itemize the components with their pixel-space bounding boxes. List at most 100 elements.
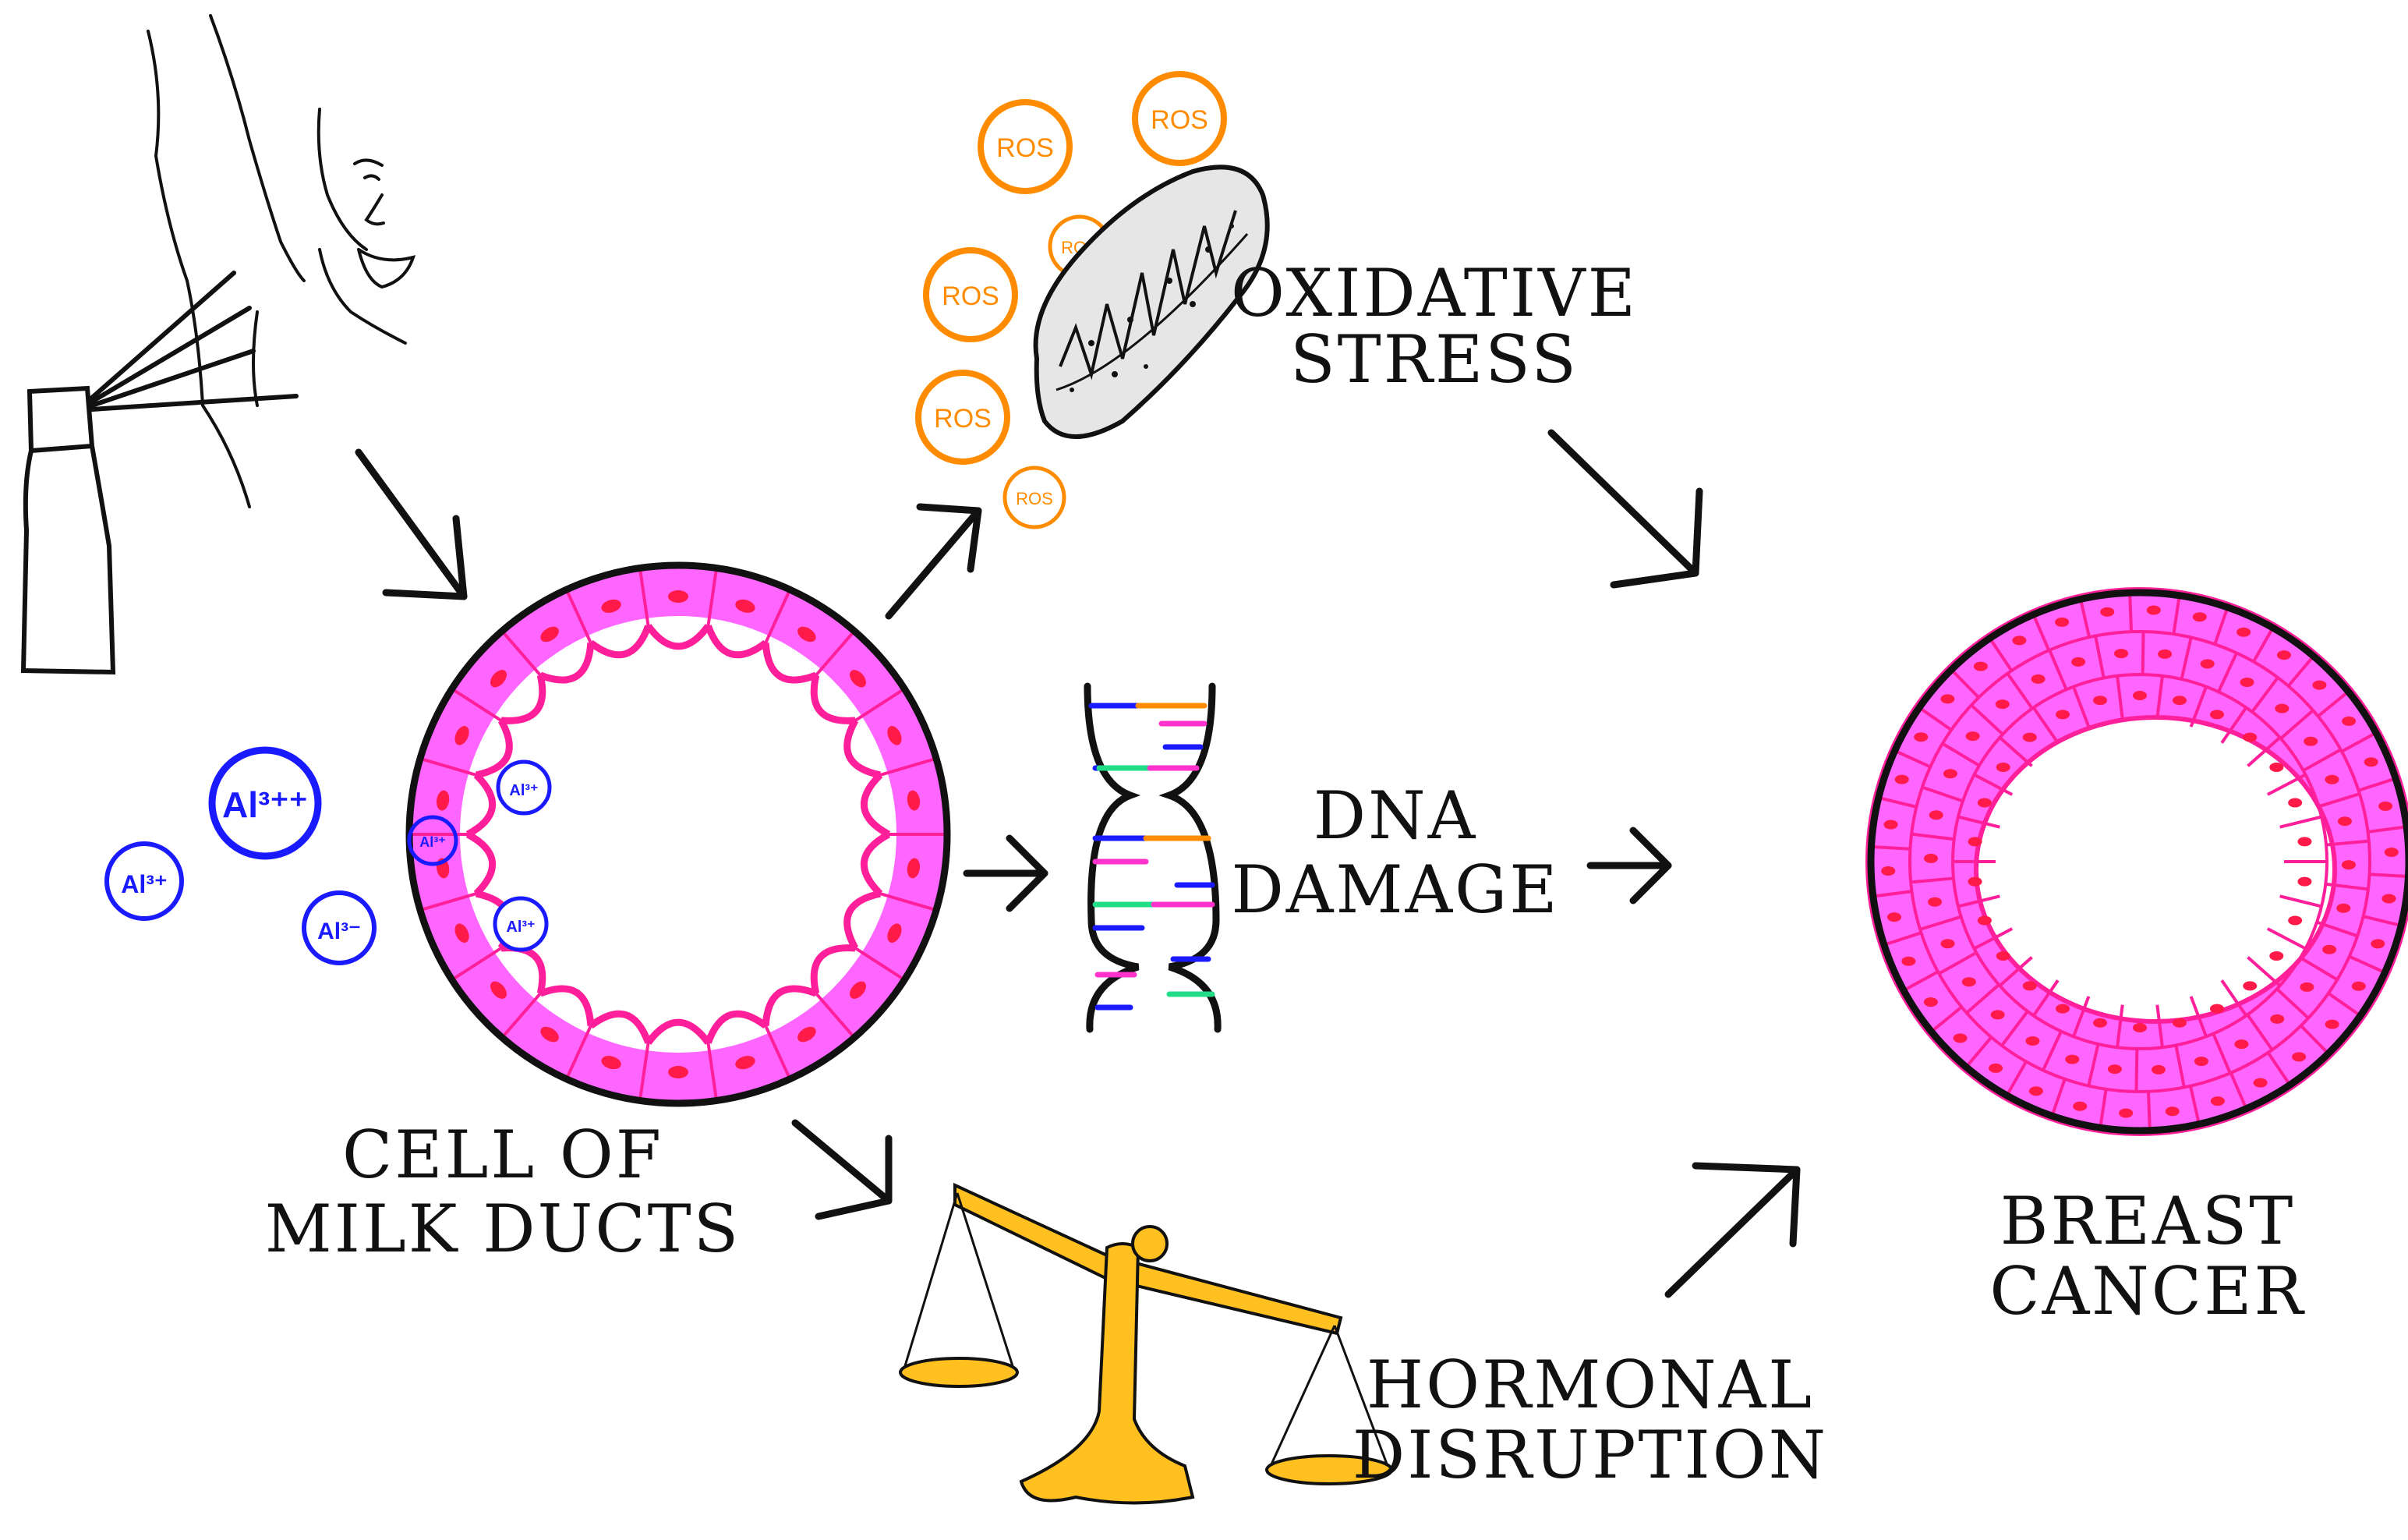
cell-divider	[2032, 706, 2060, 744]
cell-divider	[1965, 983, 2000, 1014]
epithelial-cell-border	[843, 718, 882, 779]
labels: CELL OF MILK DUCTS OXIDATIVE STRESS DNA …	[265, 255, 2305, 1493]
ros-label: ROS	[1016, 489, 1053, 508]
cell-divider	[764, 1025, 792, 1080]
cell-divider	[1938, 951, 1978, 975]
cell-divider	[2116, 1004, 2124, 1048]
cell-nucleus	[2158, 649, 2173, 659]
cell-divider	[2000, 1010, 2029, 1047]
ros-molecule: ROS	[978, 99, 1073, 194]
epithelial-cell-border	[705, 1010, 768, 1044]
cell-divider	[2134, 1048, 2139, 1092]
epithelial-cell-border	[589, 625, 652, 659]
cell-nucleus	[1943, 769, 1957, 779]
al-ion-label: Al³⁻	[317, 919, 361, 944]
cell-nucleus	[2151, 1064, 2166, 1074]
cell-nucleus	[2384, 847, 2399, 857]
oxidative-label-line1: OXIDATIVE	[1231, 255, 1638, 331]
cell-nucleus	[2371, 939, 2385, 949]
hormonal-label-line1: HORMONAL	[1367, 1347, 1814, 1423]
cell-nucleus	[2209, 710, 2224, 720]
cell-divider	[1999, 956, 2033, 987]
epithelial-cell-border	[475, 718, 513, 779]
dna-helix-icon	[1084, 682, 1222, 1033]
cell-divider	[564, 589, 592, 644]
cell-nucleus	[454, 923, 469, 943]
cell-nucleus	[2209, 1004, 2224, 1014]
cell-divider	[2302, 748, 2342, 772]
cell-divider	[2217, 652, 2238, 693]
cell-nucleus	[2341, 860, 2356, 870]
cell-nucleus	[907, 790, 921, 811]
al-ion: Al³⁻	[302, 890, 377, 965]
cell-divider	[2116, 675, 2124, 719]
cell-divider	[638, 1042, 650, 1101]
cell-nucleus	[887, 726, 902, 745]
cell-divider	[2042, 1030, 2063, 1071]
al-ion-label: Al³⁺	[419, 834, 446, 850]
cell-nucleus	[2276, 650, 2291, 660]
cell-nucleus	[1990, 1010, 2005, 1020]
cell-nucleus	[2172, 1018, 2187, 1028]
arrow-cell-to-ros	[885, 503, 982, 620]
cell-nucleus	[735, 599, 755, 613]
cell-divider	[2220, 979, 2247, 1017]
cell-divider	[879, 756, 937, 777]
cell-nucleus	[2325, 1019, 2339, 1029]
cell-divider	[2325, 839, 2369, 847]
epithelial-cell-border	[810, 944, 856, 995]
arrows	[355, 429, 1801, 1298]
cell-divider	[2032, 979, 2060, 1017]
cell-nucleus	[436, 790, 450, 811]
cell-divider	[815, 629, 856, 677]
cell-nucleus	[1883, 820, 1898, 830]
cell-divider	[706, 568, 719, 627]
cancer-label-line1: BREAST	[2000, 1183, 2296, 1259]
cancer-duct-ring	[1865, 587, 2408, 1136]
cell-nucleus	[1901, 956, 1916, 966]
cancer-label-line2: CANCER	[1989, 1253, 2305, 1329]
cell-divider	[2072, 685, 2091, 728]
epithelial-cell-border	[645, 1018, 712, 1045]
cell-nucleus	[1973, 661, 1988, 671]
cell-label-line1: CELL OF	[342, 1117, 663, 1193]
cell-nucleus	[2269, 951, 2284, 961]
ros-molecule: ROS	[923, 247, 1018, 342]
cell-nucleus	[2210, 1096, 2225, 1106]
cell-nucleus	[2028, 1086, 2043, 1096]
epithelial-cell-border	[860, 831, 891, 897]
cell-divider	[1999, 736, 2033, 767]
cell-nucleus	[2351, 981, 2366, 991]
al-ion-label: Al³⁺	[509, 782, 538, 799]
cell-nucleus	[1989, 1063, 2003, 1073]
cell-nucleus	[2022, 732, 2037, 742]
epithelial-cell-border	[810, 674, 856, 724]
cell-nucleus	[850, 670, 866, 688]
cell-divider	[815, 992, 856, 1039]
cell-nucleus	[1929, 810, 1943, 820]
cell-nucleus	[2093, 1018, 2108, 1028]
cell-nucleus	[490, 670, 507, 688]
ros-molecule: ROS	[1002, 466, 1066, 529]
cell-divider	[2299, 956, 2339, 982]
cell-nucleus	[2114, 649, 2129, 659]
ros-molecule: ROS	[915, 370, 1010, 465]
cell-nucleus	[2056, 1004, 2070, 1014]
cell-label-line2: MILK DUCTS	[265, 1191, 741, 1267]
cell-divider	[879, 892, 937, 912]
al-ion-large: Al³⁺⁺	[208, 746, 322, 860]
cell-nucleus	[2322, 944, 2337, 954]
cell-divider	[1919, 915, 1962, 931]
cell-nucleus	[2065, 1054, 2080, 1064]
cell-nucleus	[490, 981, 507, 999]
cell-divider	[764, 589, 792, 644]
cell-nucleus	[2071, 657, 2086, 667]
cell-nucleus	[1928, 897, 1943, 907]
cell-divider	[2189, 996, 2208, 1038]
cell-nucleus	[2312, 680, 2327, 690]
cell-nucleus	[2133, 1023, 2147, 1032]
cell-nucleus	[1940, 939, 1955, 949]
cell-nucleus	[850, 981, 866, 999]
cell-divider	[2266, 773, 2307, 796]
arrow-hormonal-to-cancer	[1664, 1162, 1801, 1298]
